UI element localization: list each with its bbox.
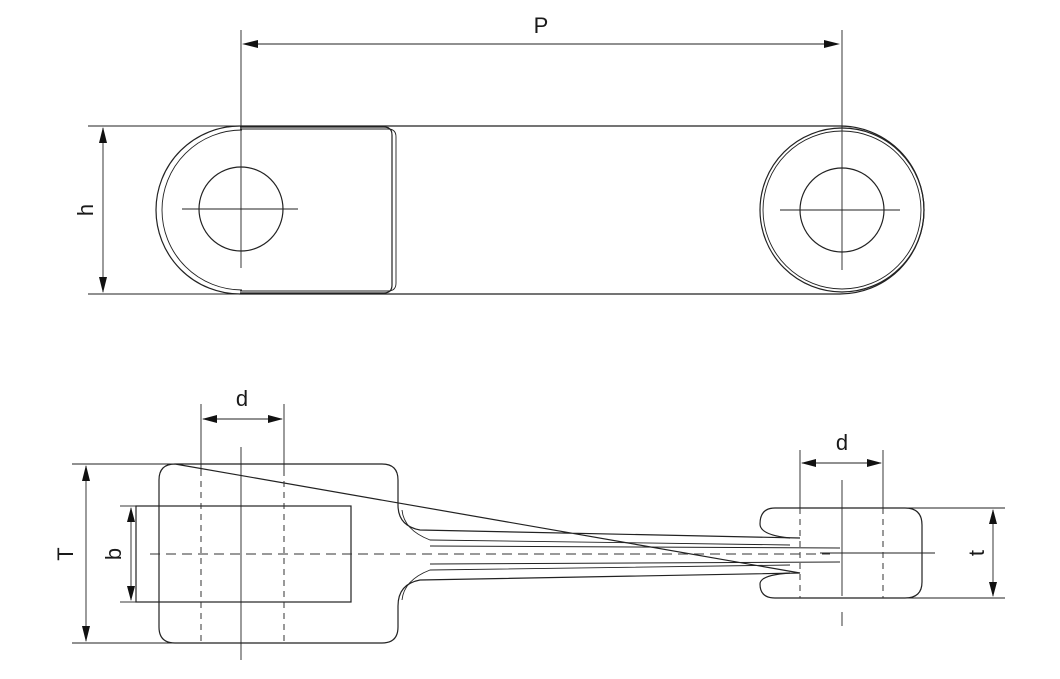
d-left-arrow-r [268, 415, 283, 423]
neck-upper-inner [401, 509, 791, 546]
b-label: b [101, 548, 126, 560]
T-label: T [53, 547, 78, 560]
side-view: d d T b t [53, 386, 1005, 660]
left-outer-block [158, 463, 801, 644]
T-arrow-bottom [82, 626, 90, 642]
link-plate-inner-edge [161, 129, 243, 291]
neck-lower-inner [401, 564, 791, 601]
b-arrow-top [127, 507, 135, 522]
d-right-label: d [836, 430, 848, 455]
neck-upper-edge [429, 545, 841, 549]
b-arrow-bottom [127, 586, 135, 601]
T-arrow-top [82, 465, 90, 481]
height-arrow-bottom [99, 277, 107, 293]
t-arrow-bottom [989, 582, 997, 597]
height-arrow-top [99, 127, 107, 143]
left-lug-inner [240, 128, 397, 292]
left-lug-outline [240, 126, 393, 294]
d-left-label: d [236, 386, 248, 411]
pitch-arrow-left [242, 40, 258, 48]
pitch-arrow-right [824, 40, 840, 48]
height-label: h [73, 204, 98, 216]
pitch-label: P [534, 13, 549, 38]
t-arrow-top [989, 509, 997, 524]
neck-lower-edge [429, 561, 841, 565]
top-view: P h [73, 13, 925, 295]
d-right-arrow-r [867, 459, 882, 467]
t-label: t [964, 550, 989, 556]
d-left-arrow-l [202, 415, 217, 423]
d-right-arrow-l [801, 459, 816, 467]
